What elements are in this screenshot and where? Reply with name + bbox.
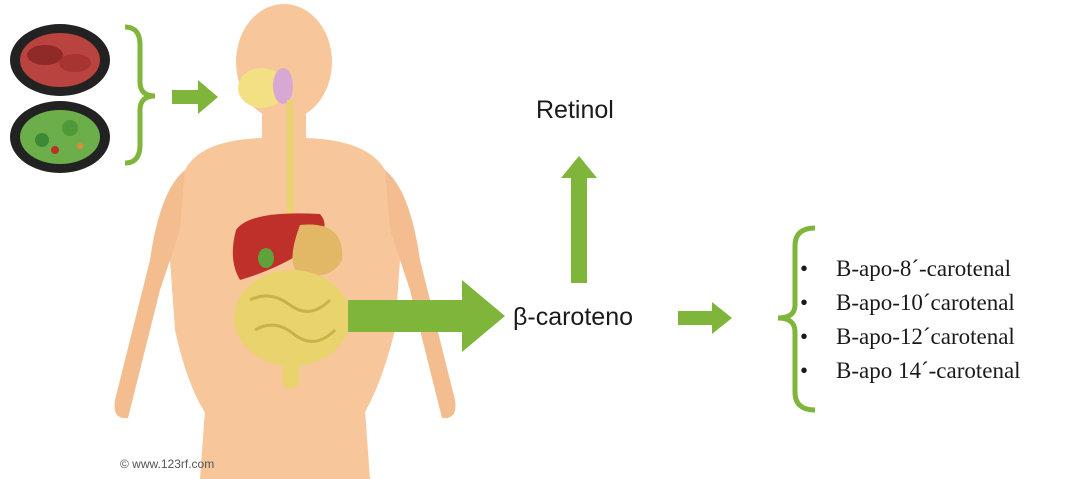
bullet-icon: •: [800, 286, 836, 320]
food-bracket: [125, 27, 155, 163]
arrow-beta-carotene-to-products: [678, 302, 732, 334]
list-item: •B-apo-8´-carotenal: [800, 252, 1021, 286]
product-label: B-apo-12´carotenal: [836, 324, 1015, 349]
salad-plate-icon: [10, 101, 110, 173]
human-body-illustration: [115, 4, 456, 479]
arrow-beta-carotene-to-retinol: [561, 156, 597, 283]
product-label: B-apo 14´-carotenal: [836, 358, 1021, 383]
beta-carotene-label: β-caroteno: [513, 303, 633, 332]
bullet-icon: •: [800, 320, 836, 354]
bullet-icon: •: [800, 252, 836, 286]
cleavage-products-list: •B-apo-8´-carotenal •B-apo-10´carotenal …: [800, 252, 1021, 388]
watermark: © www.123rf.com: [120, 457, 214, 471]
arrow-food-to-mouth: [172, 80, 218, 114]
list-item: •B-apo-10´carotenal: [800, 286, 1021, 320]
list-item: •B-apo 14´-carotenal: [800, 354, 1021, 388]
retinol-label: Retinol: [536, 96, 614, 125]
meat-plate-icon: [10, 24, 110, 96]
bullet-icon: •: [800, 354, 836, 388]
list-item: •B-apo-12´carotenal: [800, 320, 1021, 354]
product-label: B-apo-10´carotenal: [836, 290, 1015, 315]
product-label: B-apo-8´-carotenal: [836, 256, 1011, 281]
